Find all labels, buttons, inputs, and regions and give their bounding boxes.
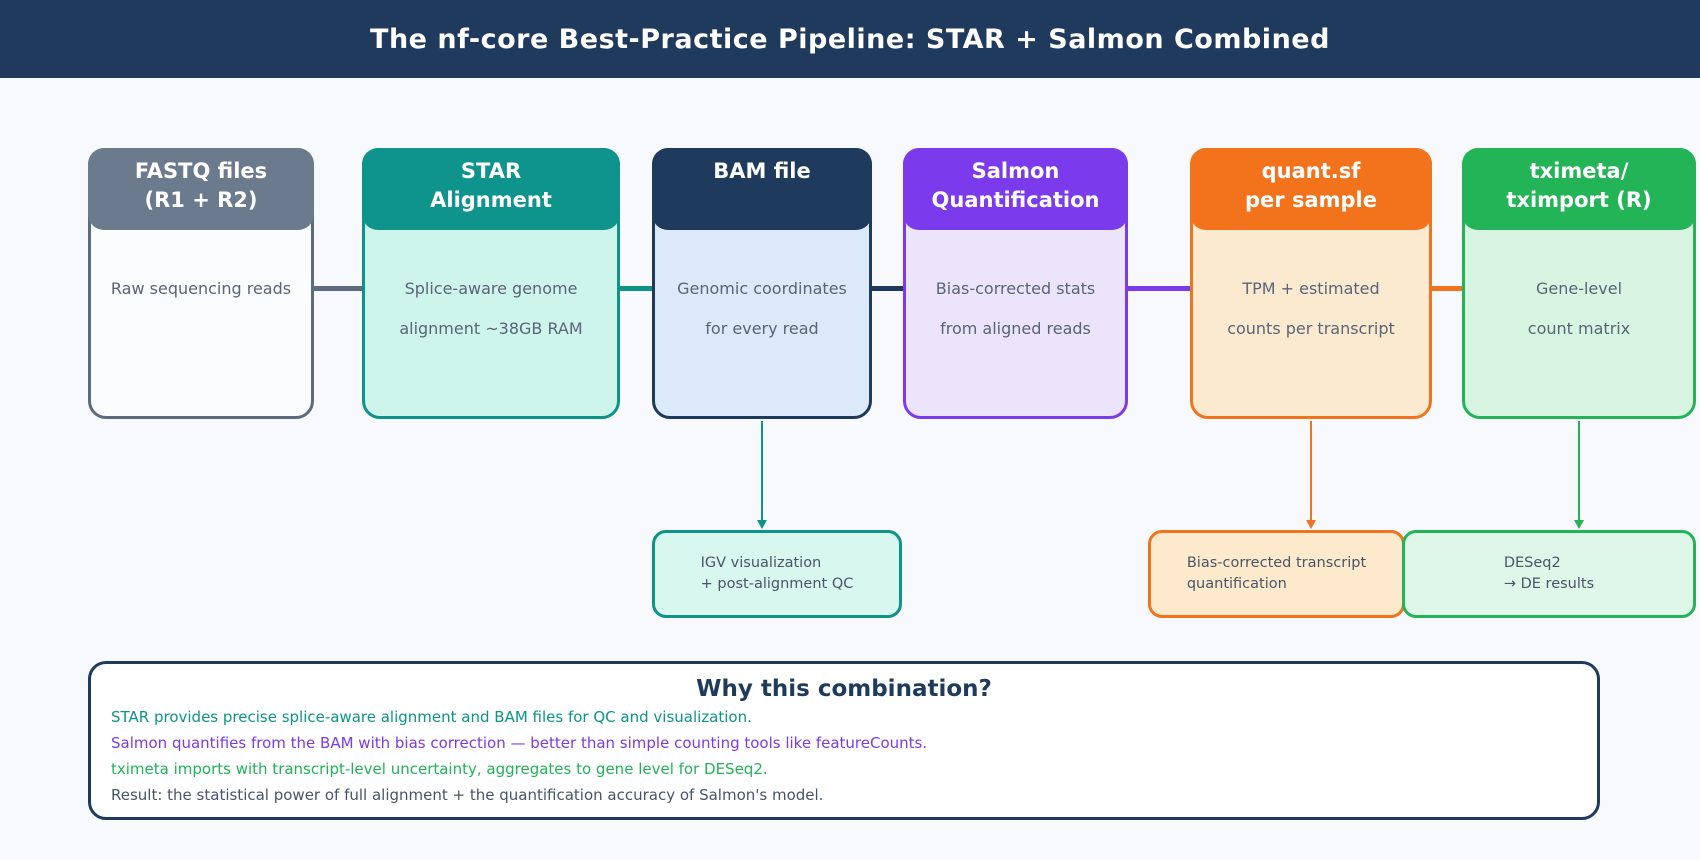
why-line-result: Result: the statistical power of full al… xyxy=(111,786,824,804)
why-panel-lines: STAR provides precise splice-aware align… xyxy=(91,704,1597,808)
stage-box-quantsf: quant.sf per sample TPM + estimated coun… xyxy=(1190,148,1432,419)
connector-salmon-quant xyxy=(1128,286,1190,291)
page-title: The nf-core Best-Practice Pipeline: STAR… xyxy=(370,23,1330,55)
arrowhead-down-icon xyxy=(757,520,767,529)
title-bar: The nf-core Best-Practice Pipeline: STAR… xyxy=(0,0,1700,78)
stage-box-tximeta-title: tximeta/ tximport (R) xyxy=(1462,148,1696,230)
stage-box-tximeta-description: Gene-level count matrix xyxy=(1527,279,1631,338)
why-line-salmon: Salmon quantifies from the BAM with bias… xyxy=(111,734,928,752)
stage-box-bam: BAM file Genomic coordinates for every r… xyxy=(652,148,872,419)
stage-box-salmon-description: Bias-corrected stats from aligned reads xyxy=(935,279,1096,338)
stage-box-salmon: Salmon Quantification Bias-corrected sta… xyxy=(903,148,1128,419)
why-line-tximeta: tximeta imports with transcript-level un… xyxy=(111,760,768,778)
arrowhead-down-icon xyxy=(1574,520,1584,529)
result-box-bias: Bias-corrected transcript quantification xyxy=(1148,530,1405,618)
arrow-bam-to-igv xyxy=(757,421,767,529)
result-box-deseq2-text: DESeq2 → DE results xyxy=(1503,555,1595,592)
stage-box-bam-title: BAM file xyxy=(652,148,872,230)
why-line-star: STAR provides precise splice-aware align… xyxy=(111,708,752,726)
why-panel: Why this combination? STAR provides prec… xyxy=(88,661,1600,820)
connector-quant-tximeta xyxy=(1432,286,1462,291)
connector-fastq-star xyxy=(314,286,362,291)
stage-box-tximeta: tximeta/ tximport (R) Gene-level count m… xyxy=(1462,148,1696,419)
connector-star-bam xyxy=(620,286,652,291)
result-box-igv-text: IGV visualization + post-alignment QC xyxy=(700,555,854,592)
stage-box-star-title: STAR Alignment xyxy=(362,148,620,230)
stage-box-salmon-title: Salmon Quantification xyxy=(903,148,1128,230)
arrow-quant-to-bias xyxy=(1306,421,1316,529)
arrowhead-down-icon xyxy=(1306,520,1316,529)
stage-box-star-description: Splice-aware genome alignment ~38GB RAM xyxy=(399,279,583,338)
stage-box-quantsf-title: quant.sf per sample xyxy=(1190,148,1432,230)
stage-box-quantsf-description: TPM + estimated counts per transcript xyxy=(1227,279,1395,338)
result-box-deseq2: DESeq2 → DE results xyxy=(1402,530,1696,618)
stage-box-fastq-description: Raw sequencing reads xyxy=(110,279,292,298)
connector-bam-salmon xyxy=(872,286,903,291)
stage-box-bam-description: Genomic coordinates for every read xyxy=(677,279,847,338)
result-box-bias-text: Bias-corrected transcript quantification xyxy=(1186,555,1367,592)
result-box-igv: IGV visualization + post-alignment QC xyxy=(652,530,902,618)
stage-box-fastq: FASTQ files (R1 + R2) Raw sequencing rea… xyxy=(88,148,314,419)
stage-box-fastq-title: FASTQ files (R1 + R2) xyxy=(88,148,314,230)
why-panel-title: Why this combination? xyxy=(696,676,992,702)
stage-box-star: STAR Alignment Splice-aware genome align… xyxy=(362,148,620,419)
arrow-tximeta-to-deseq2 xyxy=(1574,421,1584,529)
